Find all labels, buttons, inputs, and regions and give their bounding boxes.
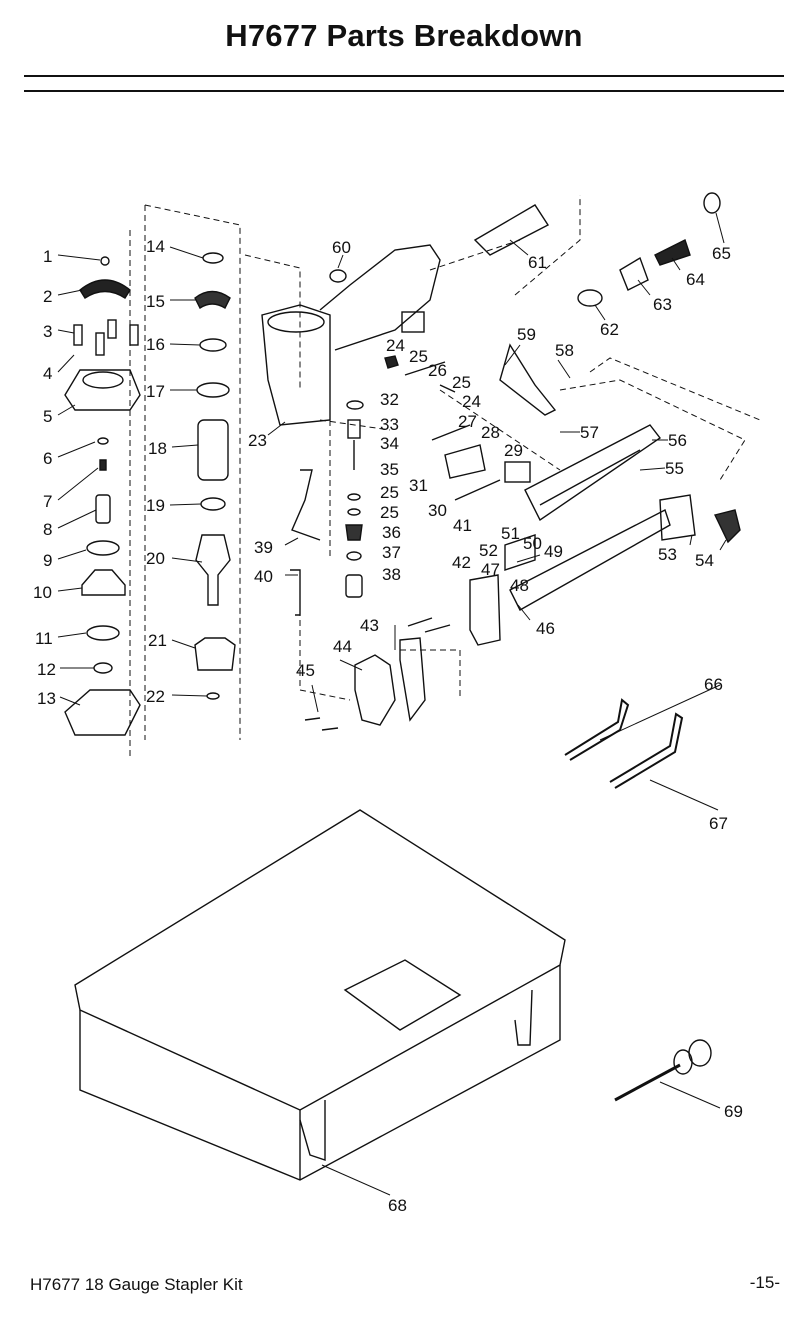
hex-keys (564, 698, 684, 789)
callout-5: 5 (43, 407, 52, 426)
callout-22: 22 (146, 687, 165, 706)
callout-50: 50 (523, 534, 542, 553)
callout-32: 32 (380, 390, 399, 409)
callout-62: 62 (600, 320, 619, 339)
callout-23: 23 (248, 431, 267, 450)
callout-60: 60 (332, 238, 351, 257)
footer-page-number: -15- (749, 1273, 780, 1292)
callout-63: 63 (653, 295, 672, 314)
callout-59: 59 (517, 325, 536, 344)
callout-20: 20 (146, 549, 165, 568)
callout-1: 1 (43, 247, 52, 266)
callout-40: 40 (254, 567, 273, 586)
callout-25a: 25 (409, 347, 428, 366)
callout-37: 37 (382, 543, 401, 562)
callout-46: 46 (536, 619, 555, 638)
callout-16: 16 (146, 335, 165, 354)
callout-15: 15 (146, 292, 165, 311)
callout-6: 6 (43, 449, 52, 468)
callout-8: 8 (43, 520, 52, 539)
valve-parts (384, 355, 531, 501)
callout-66: 66 (704, 675, 723, 694)
callout-17: 17 (146, 382, 165, 401)
page-title: H7677 Parts Breakdown (225, 18, 583, 53)
callout-25b: 25 (452, 373, 471, 392)
callout-27: 27 (458, 412, 477, 431)
callout-53: 53 (658, 545, 677, 564)
callout-41: 41 (453, 516, 472, 535)
callout-11: 11 (35, 629, 53, 648)
title-rule-top (24, 75, 784, 77)
callout-65: 65 (712, 244, 731, 263)
callout-64: 64 (686, 270, 705, 289)
callout-35: 35 (380, 460, 399, 479)
callout-28: 28 (481, 423, 500, 442)
callout-57: 57 (580, 423, 599, 442)
callout-34: 34 (380, 434, 399, 453)
tool-body (261, 244, 441, 426)
callout-26: 26 (428, 361, 447, 380)
callout-30: 30 (428, 501, 447, 520)
callout-61: 61 (528, 253, 547, 272)
callout-19: 19 (146, 496, 165, 515)
callout-labels: 1 2 3 4 5 6 7 8 9 10 11 12 13 14 15 16 1… (33, 237, 743, 1215)
footer-manual-name: H7677 18 Gauge Stapler Kit (30, 1275, 243, 1294)
callout-29: 29 (504, 441, 523, 460)
callout-42: 42 (452, 553, 471, 572)
part-61-grip (473, 204, 550, 256)
callout-13: 13 (37, 689, 56, 708)
trigger-parts (290, 400, 364, 616)
callout-43: 43 (360, 616, 379, 635)
part-1-screw (100, 256, 110, 266)
callout-68: 68 (388, 1196, 407, 1215)
callout-54: 54 (695, 551, 714, 570)
callout-45: 45 (296, 661, 315, 680)
callout-52: 52 (479, 541, 498, 560)
callout-24a: 24 (386, 336, 405, 355)
title-rule-bottom (24, 90, 784, 92)
callout-58: 58 (555, 341, 574, 360)
callout-24b: 24 (462, 392, 481, 411)
callout-3: 3 (43, 322, 52, 341)
callout-69: 69 (724, 1102, 743, 1121)
callout-39: 39 (254, 538, 273, 557)
callout-67: 67 (709, 814, 728, 833)
callout-55: 55 (665, 459, 684, 478)
callout-31: 31 (409, 476, 428, 495)
part-3-screws (73, 319, 139, 356)
callout-21: 21 (148, 631, 167, 650)
callout-33: 33 (380, 415, 399, 434)
callout-44: 44 (333, 637, 352, 656)
magazine-assembly (469, 343, 741, 646)
callout-12: 12 (37, 660, 56, 679)
callout-2: 2 (43, 287, 52, 306)
callout-7: 7 (43, 492, 52, 511)
callout-49: 49 (544, 542, 563, 561)
callout-56: 56 (668, 431, 687, 450)
callout-51: 51 (501, 524, 520, 543)
callout-18: 18 (148, 439, 167, 458)
callout-4: 4 (43, 364, 52, 383)
callout-14: 14 (146, 237, 165, 256)
carry-case (74, 809, 566, 1181)
callout-47: 47 (481, 560, 500, 579)
callout-38: 38 (382, 565, 401, 584)
callout-48: 48 (510, 576, 529, 595)
callout-36: 36 (382, 523, 401, 542)
callout-9: 9 (43, 551, 52, 570)
callout-25c: 25 (380, 483, 399, 502)
callout-25d: 25 (380, 503, 399, 522)
callout-10: 10 (33, 583, 52, 602)
